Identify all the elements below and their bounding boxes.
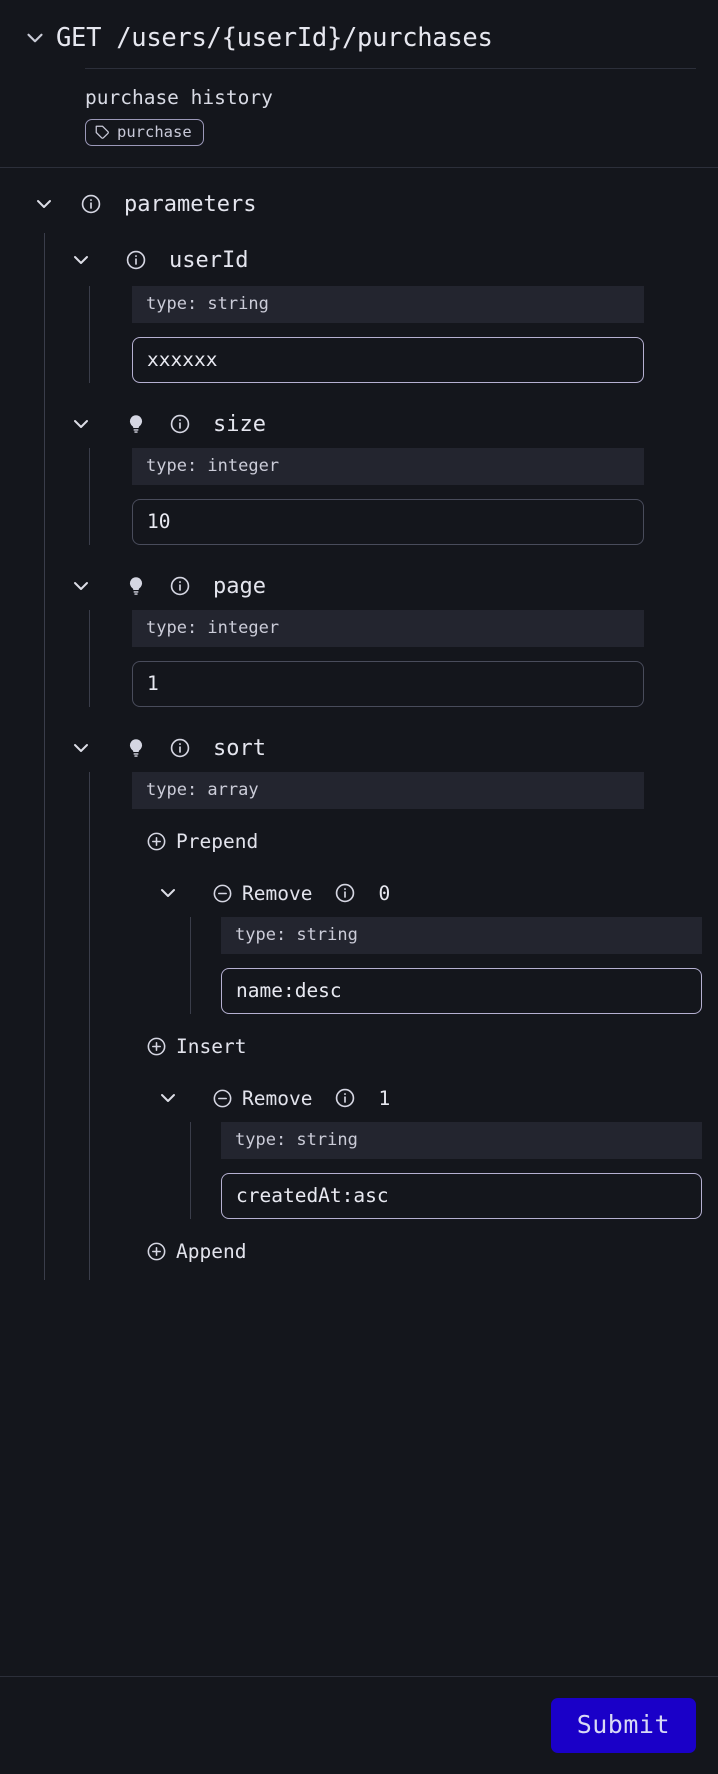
param-input-page[interactable]: 1 bbox=[132, 661, 644, 707]
array-item-body-0: type: string name:desc bbox=[190, 917, 718, 1014]
parameters-node[interactable]: parameters bbox=[0, 172, 718, 233]
append-button[interactable]: Append bbox=[90, 1219, 718, 1280]
remove-label-0: Remove bbox=[242, 881, 313, 905]
section-divider bbox=[0, 167, 718, 168]
chevron-down-icon[interactable] bbox=[59, 574, 103, 598]
lightbulb-icon[interactable] bbox=[125, 737, 147, 759]
parameters-tree: parameters userId bbox=[0, 168, 718, 1676]
info-icon[interactable] bbox=[169, 575, 191, 597]
param-name-sort: sort bbox=[213, 735, 266, 761]
array-item-header-1[interactable]: Remove 1 bbox=[90, 1075, 718, 1122]
operation-header: GET /users/{userId}/purchases purchase h… bbox=[0, 0, 718, 168]
array-item-0: Remove 0 type: string bbox=[90, 870, 718, 1014]
chevron-down-icon[interactable] bbox=[22, 25, 56, 51]
array-item-type-0: type: string bbox=[221, 917, 702, 954]
header-divider bbox=[85, 68, 696, 69]
remove-button-0[interactable]: Remove bbox=[212, 882, 312, 905]
plus-circle-icon bbox=[146, 1241, 167, 1262]
insert-label: Insert bbox=[176, 1034, 247, 1058]
param-input-userid[interactable]: xxxxxx bbox=[132, 337, 644, 383]
param-body-sort: type: array Prepend bbox=[89, 772, 718, 1280]
plus-circle-icon bbox=[146, 1036, 167, 1057]
param-input-size[interactable]: 10 bbox=[132, 499, 644, 545]
param-header-userid[interactable]: userId bbox=[45, 233, 718, 286]
param-body-page: type: integer 1 bbox=[89, 610, 718, 707]
operation-title-row[interactable]: GET /users/{userId}/purchases bbox=[0, 14, 718, 62]
page-title: GET /users/{userId}/purchases bbox=[56, 23, 493, 53]
info-icon[interactable] bbox=[169, 413, 191, 435]
array-item-type-1: type: string bbox=[221, 1122, 702, 1159]
minus-circle-icon bbox=[212, 1088, 233, 1109]
array-item-header-0[interactable]: Remove 0 bbox=[90, 870, 718, 917]
remove-label-1: Remove bbox=[242, 1086, 313, 1110]
param-body-userid: type: string xxxxxx bbox=[89, 286, 718, 383]
chevron-down-icon[interactable] bbox=[22, 192, 66, 216]
info-icon[interactable] bbox=[169, 737, 191, 759]
remove-button-1[interactable]: Remove bbox=[212, 1087, 312, 1110]
param-header-size[interactable]: size bbox=[45, 401, 718, 448]
plus-circle-icon bbox=[146, 831, 167, 852]
param-node-page: page type: integer 1 bbox=[45, 563, 718, 707]
tag-label: purchase bbox=[117, 123, 192, 141]
append-label: Append bbox=[176, 1239, 247, 1263]
parameters-label: parameters bbox=[124, 191, 257, 217]
operation-description: purchase history bbox=[85, 86, 273, 109]
tag-row: purchase bbox=[0, 109, 718, 146]
info-icon[interactable] bbox=[334, 1087, 356, 1109]
info-icon[interactable] bbox=[80, 193, 102, 215]
chevron-down-icon[interactable] bbox=[59, 412, 103, 436]
array-item-body-1: type: string createdAt:asc bbox=[190, 1122, 718, 1219]
param-header-sort[interactable]: sort bbox=[45, 725, 718, 772]
param-body-size: type: integer 10 bbox=[89, 448, 718, 545]
param-name-userid: userId bbox=[169, 247, 249, 273]
prepend-label: Prepend bbox=[176, 829, 259, 853]
param-node-userid: userId type: string xxxxxx bbox=[45, 233, 718, 383]
array-item-input-1[interactable]: createdAt:asc bbox=[221, 1173, 702, 1219]
param-name-page: page bbox=[213, 573, 266, 599]
lightbulb-icon[interactable] bbox=[125, 413, 147, 435]
info-icon[interactable] bbox=[125, 249, 147, 271]
param-header-page[interactable]: page bbox=[45, 563, 718, 610]
status-badge[interactable]: purchase bbox=[85, 119, 204, 146]
param-node-sort: sort type: array Prepend bbox=[45, 725, 718, 1280]
param-node-size: size type: integer 10 bbox=[45, 401, 718, 545]
array-item-index-0: 0 bbox=[378, 881, 391, 905]
chevron-down-icon[interactable] bbox=[146, 1086, 190, 1110]
param-type-userid: type: string bbox=[132, 286, 644, 323]
param-type-sort: type: array bbox=[132, 772, 644, 809]
lightbulb-icon[interactable] bbox=[125, 575, 147, 597]
minus-circle-icon bbox=[212, 883, 233, 904]
submit-button[interactable]: Submit bbox=[550, 1698, 696, 1753]
parameters-children: userId type: string xxxxxx bbox=[44, 233, 718, 1280]
array-item-input-0[interactable]: name:desc bbox=[221, 968, 702, 1014]
array-item-1: Remove 1 type: string bbox=[90, 1075, 718, 1219]
info-icon[interactable] bbox=[334, 882, 356, 904]
insert-button[interactable]: Insert bbox=[90, 1014, 718, 1075]
param-name-size: size bbox=[213, 411, 266, 437]
chevron-down-icon[interactable] bbox=[59, 736, 103, 760]
form-footer: Submit bbox=[0, 1676, 718, 1774]
tag-icon bbox=[95, 125, 110, 140]
param-type-size: type: integer bbox=[132, 448, 644, 485]
array-item-index-1: 1 bbox=[378, 1086, 391, 1110]
prepend-button[interactable]: Prepend bbox=[90, 809, 718, 870]
param-type-page: type: integer bbox=[132, 610, 644, 647]
chevron-down-icon[interactable] bbox=[146, 881, 190, 905]
chevron-down-icon[interactable] bbox=[59, 248, 103, 272]
